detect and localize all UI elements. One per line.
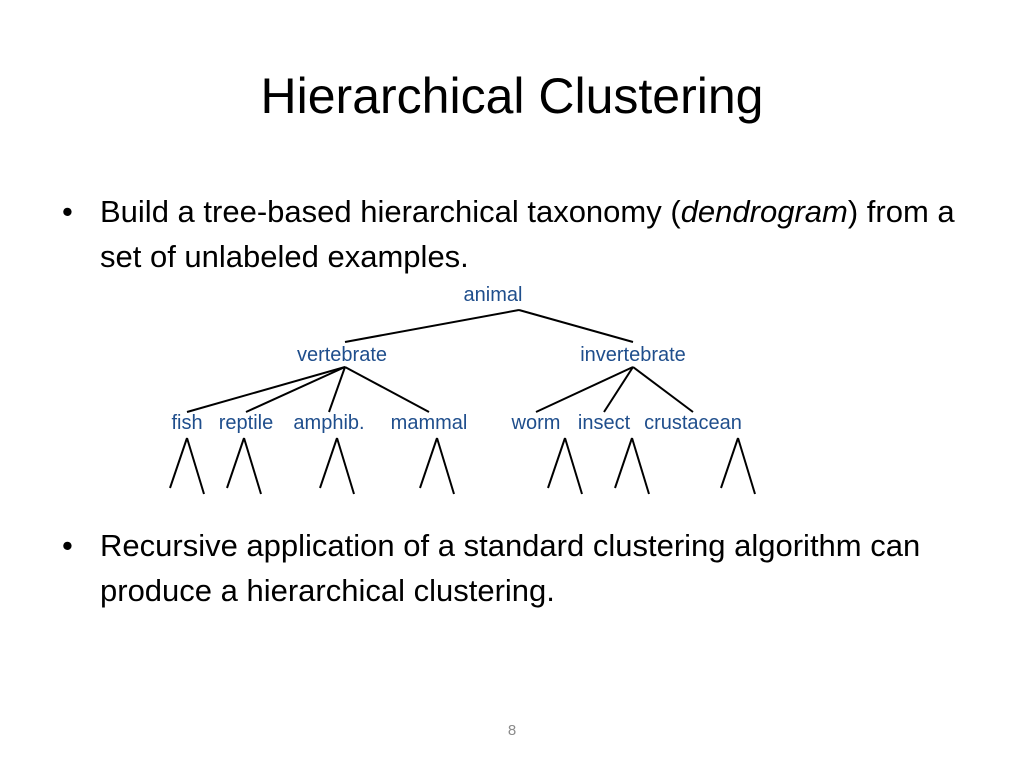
subtree-left-branch-worm <box>547 437 566 489</box>
subtree-left-branch-amphib- <box>319 437 338 489</box>
bullet-marker: • <box>62 194 73 229</box>
node-mammal-label: mammal <box>391 412 468 434</box>
subtree-right-branch-fish <box>186 437 205 495</box>
subtree-right-branch-mammal <box>436 437 455 495</box>
subtree-left-branch-insect <box>614 437 633 489</box>
edge-invertebrate-to-worm <box>535 366 634 413</box>
subtree-right-branch-reptile <box>243 437 262 495</box>
node-amphib--label: amphib. <box>293 412 364 434</box>
node-worm-label: worm <box>511 412 561 434</box>
subtree-left-branch-fish <box>169 437 188 489</box>
subtree-left-branch-reptile <box>226 437 245 489</box>
subtree-left-branch-mammal <box>419 437 438 489</box>
node-fish-label: fish <box>171 412 202 434</box>
page-number: 8 <box>507 722 517 739</box>
subtree-left-branch-crustacean <box>720 437 739 489</box>
edge-invertebrate-to-insect <box>603 366 634 413</box>
bullet-text: Recursive application of a standard clus… <box>100 528 921 608</box>
subtree-right-branch-amphib- <box>336 437 355 495</box>
subtree-right-branch-worm <box>564 437 583 495</box>
node-reptile-label: reptile <box>219 412 273 434</box>
node-insect-label: insect <box>578 412 631 434</box>
edge-vertebrate-to-fish <box>186 366 346 413</box>
node-root-label: animal <box>464 284 523 306</box>
bullet-marker: • <box>62 528 73 563</box>
subtree-right-branch-crustacean <box>737 437 756 495</box>
edge-vertebrate-to-reptile <box>245 366 346 413</box>
node-invertebrate-label: invertebrate <box>580 344 686 366</box>
bullet-emphasis-dendrogram: dendrogram <box>680 194 848 229</box>
node-crustacean-label: crustacean <box>644 412 742 434</box>
edge-vertebrate-to-amphib- <box>328 366 346 413</box>
bullet-text-after: ) from a set of unlabeled examples. <box>100 194 955 274</box>
bullet-text-before: Build a tree-based hierarchical taxonomy… <box>100 194 681 229</box>
edge-vertebrate-to-mammal <box>344 366 430 413</box>
edge-root-to-invertebrate <box>518 309 634 343</box>
node-vertebrate-label: vertebrate <box>297 344 387 366</box>
edge-root-to-vertebrate <box>344 309 520 343</box>
bullet-text: Build a tree-based hierarchical taxonomy… <box>100 189 960 279</box>
slide-title: Hierarchical Clustering <box>260 68 764 124</box>
edge-invertebrate-to-crustacean <box>632 366 694 413</box>
subtree-right-branch-insect <box>631 437 650 495</box>
